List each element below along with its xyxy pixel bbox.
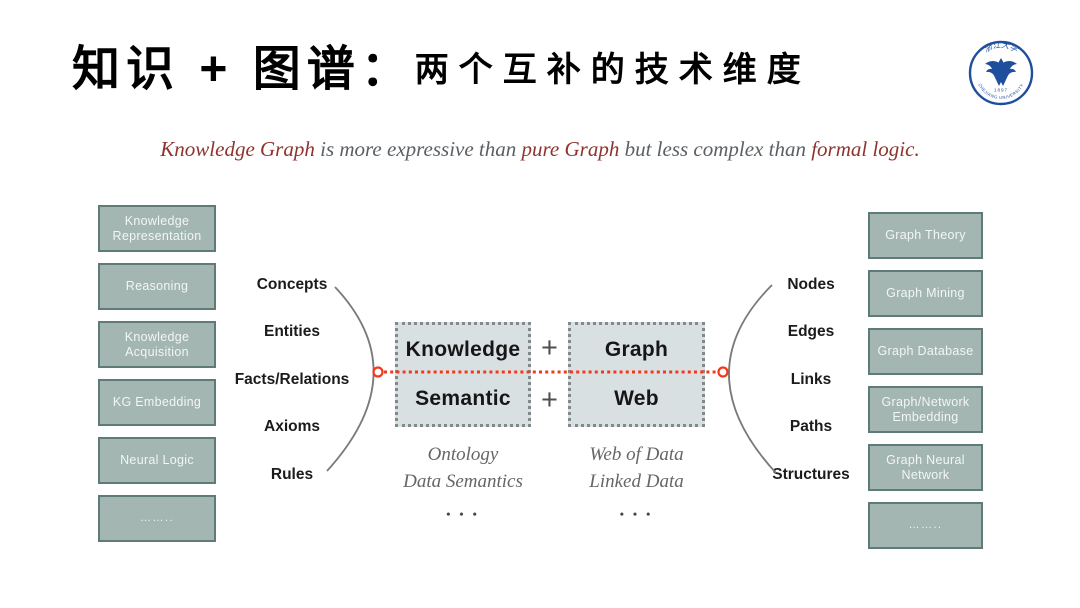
caption-line: Data Semantics	[403, 471, 523, 492]
box-kg-embedding: KG Embedding	[98, 379, 216, 426]
plus-icon: +	[541, 384, 558, 417]
plus-signs: + +	[531, 322, 568, 427]
eagle-icon	[985, 58, 1017, 86]
box-label: Graph Neural	[886, 452, 965, 467]
caption-line: Linked Data	[589, 471, 684, 492]
web-label: Web	[614, 387, 659, 411]
knowledge-label: Knowledge	[405, 337, 521, 361]
box-reasoning: Reasoning	[98, 263, 216, 310]
caption-line: Web of Data	[589, 444, 684, 465]
box-graph-network-embedding: Graph/Network Embedding	[868, 386, 983, 433]
semantic-label: Semantic	[415, 387, 511, 411]
box-label: ……..	[139, 512, 175, 524]
graph-label: Graph	[604, 337, 669, 361]
list-item-rules: Rules	[270, 465, 314, 483]
box-label: Graph Theory	[885, 228, 966, 242]
box-more-graph-topics: ……..	[868, 502, 983, 549]
knowledge-caption: Ontology Data Semantics • • •	[393, 441, 533, 528]
list-item-facts-relations: Facts/Relations	[234, 370, 350, 388]
box-label: Graph/Network	[881, 394, 970, 409]
graph-topic-column: Graph Theory Graph Mining Graph Database…	[868, 212, 983, 549]
graph-caption: Web of Data Linked Data • • •	[566, 441, 707, 528]
list-item-nodes: Nodes	[787, 275, 835, 293]
knowledge-topic-column: Knowledge Representation Reasoning Knowl…	[98, 205, 216, 542]
box-knowledge-acquisition: Knowledge Acquisition	[98, 321, 216, 368]
knowledge-semantic-box: Knowledge Semantic	[395, 322, 531, 427]
box-neural-logic: Neural Logic	[98, 437, 216, 484]
subtitle-segment: Knowledge Graph	[160, 137, 315, 161]
box-label: Representation	[112, 228, 202, 243]
graph-elements-list: Nodes Edges Links Paths Structures	[751, 261, 871, 499]
list-item-concepts: Concepts	[256, 275, 328, 293]
list-item-entities: Entities	[264, 323, 320, 341]
logo-year: 1897	[994, 88, 1008, 93]
list-item-paths: Paths	[789, 418, 833, 436]
subtitle-segment: formal logic.	[811, 137, 920, 161]
caption-line: Ontology	[427, 444, 499, 465]
box-knowledge-representation: Knowledge Representation	[98, 205, 216, 252]
box-more-knowledge-topics: ……..	[98, 495, 216, 542]
page-title: 知识 + 图谱：两个互补的技术维度	[72, 40, 811, 100]
box-label: Acquisition	[125, 344, 189, 359]
knowledge-elements-list: Concepts Entities Facts/Relations Axioms…	[233, 261, 351, 499]
subtitle-segment: but less complex than	[619, 137, 812, 161]
box-graph-neural-network: Graph Neural Network	[868, 444, 983, 491]
title-main: 知识 + 图谱：	[72, 43, 415, 96]
box-label: Graph Database	[877, 344, 974, 358]
ellipsis-dots: • • •	[619, 507, 654, 521]
left-axis-node-icon	[372, 366, 384, 378]
box-graph-theory: Graph Theory	[868, 212, 983, 259]
plus-icon: +	[541, 331, 558, 364]
zhejiang-university-logo-icon: 浙江大学 1897 ZHEJIANG UNIVERSITY	[968, 40, 1034, 106]
title-sub: 两个互补的技术维度	[414, 51, 811, 89]
box-label: Knowledge	[124, 213, 190, 228]
list-item-edges: Edges	[787, 323, 835, 341]
right-axis-node-icon	[717, 366, 729, 378]
list-item-structures: Structures	[772, 465, 850, 483]
box-graph-mining: Graph Mining	[868, 270, 983, 317]
box-graph-database: Graph Database	[868, 328, 983, 375]
box-label: Reasoning	[125, 279, 189, 293]
graph-web-box: Graph Web	[568, 322, 705, 427]
subtitle-segment: pure Graph	[521, 137, 620, 161]
box-label: Neural Logic	[120, 453, 194, 467]
box-label: ……..	[908, 519, 943, 531]
list-item-links: Links	[790, 370, 832, 388]
box-label: Embedding	[892, 409, 959, 424]
subtitle: Knowledge Graph is more expressive than …	[0, 137, 1080, 162]
ellipsis-dots: • • •	[446, 507, 480, 521]
box-label: Knowledge	[124, 329, 190, 344]
box-label: KG Embedding	[112, 395, 202, 409]
box-label: Network	[901, 467, 950, 482]
list-item-axioms: Axioms	[264, 418, 320, 436]
subtitle-segment: is more expressive than	[314, 137, 522, 161]
box-label: Graph Mining	[886, 286, 965, 300]
